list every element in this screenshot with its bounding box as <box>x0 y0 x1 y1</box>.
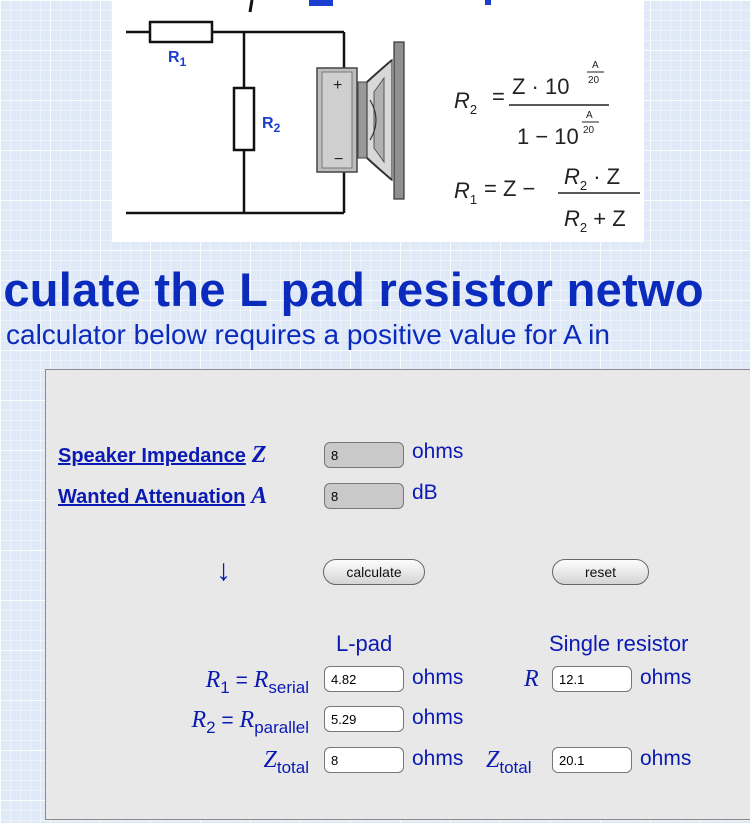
attenuation-label-row: Wanted Attenuation A <box>58 483 267 510</box>
r1-diagram-label: R1 <box>168 49 187 69</box>
r2-parallel-label: R2 = Rparallel <box>191 707 309 737</box>
r1-output[interactable] <box>324 666 404 692</box>
resistor-r1-symbol <box>148 20 214 44</box>
svg-text:=: = <box>492 84 505 109</box>
single-r-unit: ohms <box>640 666 692 689</box>
page-subheading: calculator below requires a positive val… <box>6 319 610 350</box>
wanted-attenuation-link[interactable]: Wanted Attenuation <box>58 486 246 508</box>
single-ztotal-unit: ohms <box>640 747 692 770</box>
svg-text:R2: R2 <box>454 88 477 117</box>
svg-text:R2 + Z: R2 + Z <box>564 206 626 235</box>
attenuation-unit: dB <box>412 481 438 504</box>
attenuation-input[interactable] <box>324 483 404 509</box>
calculate-button[interactable]: calculate <box>323 559 425 585</box>
calculator-panel: Speaker Impedance Z ohms Wanted Attenuat… <box>45 369 750 820</box>
ztotal-output[interactable] <box>324 747 404 773</box>
resistor-r2-symbol <box>232 86 256 152</box>
circuit-diagram: R1 R2 + − R2 = <box>126 0 640 235</box>
svg-text:−: − <box>334 151 343 168</box>
r2-unit: ohms <box>412 706 464 729</box>
attenuation-symbol: A <box>251 483 268 509</box>
r2-output[interactable] <box>324 706 404 732</box>
lpad-heading: L-pad <box>336 631 393 656</box>
single-resistor-heading: Single resistor <box>549 631 689 656</box>
impedance-label-row: Speaker Impedance Z <box>58 442 266 469</box>
single-ztotal-label: Ztotal <box>486 747 532 777</box>
svg-text:Z · 10: Z · 10 <box>512 74 569 99</box>
reset-button[interactable]: reset <box>552 559 649 585</box>
svg-text:R2 · Z: R2 · Z <box>564 164 620 193</box>
speaker-impedance-link[interactable]: Speaker Impedance <box>58 445 246 467</box>
speaker-icon: + − <box>316 41 405 200</box>
svg-text:20: 20 <box>588 75 600 86</box>
ztotal-label: Ztotal <box>263 747 310 777</box>
svg-text:+: + <box>333 77 342 94</box>
svg-text:R1: R1 <box>454 178 477 207</box>
down-arrow-icon: ↓ <box>216 554 231 587</box>
ztotal-unit: ohms <box>412 747 464 770</box>
impedance-unit: ohms <box>412 440 464 463</box>
r1-unit: ohms <box>412 666 464 689</box>
svg-text:1 − 10: 1 − 10 <box>517 124 579 149</box>
page-heading: lculate the L pad resistor netwo <box>0 263 704 316</box>
single-r-output[interactable] <box>552 666 632 692</box>
svg-text:20: 20 <box>583 125 595 136</box>
impedance-input[interactable] <box>324 442 404 468</box>
impedance-symbol: Z <box>251 442 267 468</box>
svg-text:= Z −: = Z − <box>484 176 535 201</box>
r1-serial-label: R1 = Rserial <box>205 667 309 697</box>
formula-r2: R2 = Z · 10 A 20 1 − 10 A 20 <box>454 60 609 149</box>
svg-text:A: A <box>586 110 593 121</box>
single-r-symbol: R <box>524 666 539 692</box>
formula-r1: R1 = Z − R2 · Z R2 + Z <box>454 164 640 235</box>
r2-diagram-label: R2 <box>262 115 281 135</box>
svg-text:A: A <box>592 60 599 71</box>
single-ztotal-output[interactable] <box>552 747 632 773</box>
circuit-diagram-panel: R1 R2 + − R2 = <box>112 0 644 242</box>
